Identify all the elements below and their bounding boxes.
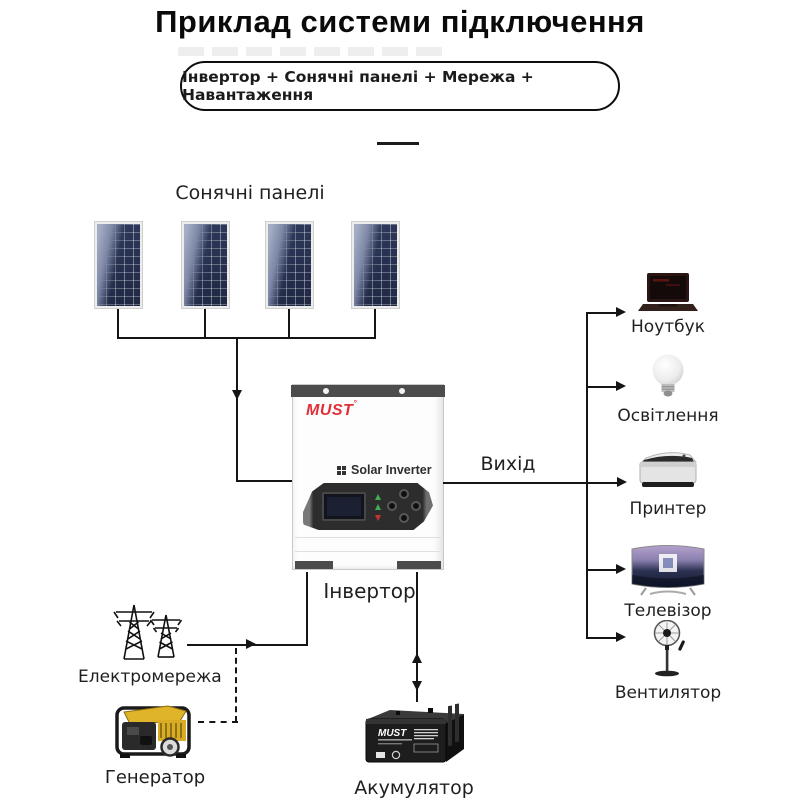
arrow-up-icon (411, 653, 422, 663)
solar-panels-label: Сонячні панелі (175, 182, 325, 204)
battery-brand-text: MUST (378, 728, 407, 739)
load-laptop: Ноутбук (620, 272, 716, 337)
inverter-unit: MUST Solar Inverter (291, 384, 445, 570)
solar-panel (94, 221, 143, 309)
device-label: Ноутбук (631, 317, 705, 337)
arrow-down-icon (411, 681, 422, 691)
pv-stub-wire (204, 309, 206, 339)
generator-dashed-riser (235, 648, 237, 722)
inverter-product-name: Solar Inverter (337, 463, 432, 477)
pv-stub-wire (117, 309, 119, 339)
load-lighting: Освітлення (617, 353, 719, 426)
inverter-button-right (411, 501, 421, 511)
battery-wire (416, 572, 418, 702)
laptop-icon (638, 273, 698, 311)
branch-wire-laptop (587, 312, 617, 314)
arrow-down-icon (232, 390, 242, 400)
solar-panel (265, 221, 314, 309)
screw-hole-icon (323, 388, 329, 394)
arrow-right-icon (246, 639, 256, 649)
inverter-button-up (399, 489, 409, 499)
load-tv: Телевізор (620, 542, 716, 621)
branch-wire-lighting (587, 386, 617, 388)
watermark (178, 47, 444, 56)
arrow-right-icon (616, 381, 626, 391)
loads-bus-wire (586, 312, 588, 639)
inverter-label: Інвертор (323, 579, 416, 603)
power-grid-towers-icon (113, 604, 183, 660)
divider-line (377, 142, 419, 145)
inverter-brand-logo: MUST (306, 399, 357, 420)
pv-to-inverter-wire (236, 480, 294, 482)
printer-icon (638, 452, 698, 487)
inverter-button-down (399, 513, 409, 523)
arrow-right-icon (616, 307, 626, 317)
device-label: Телевізор (624, 601, 712, 621)
arrow-right-icon (617, 477, 627, 487)
arrow-right-icon (616, 632, 626, 642)
system-components-pill: Інвертор + Сонячні панелі + Мережа + Нав… (180, 61, 620, 111)
device-label: Принтер (629, 499, 707, 519)
solar-panel (181, 221, 230, 309)
solar-panel (351, 221, 400, 309)
inverter-seam-line (295, 537, 441, 538)
power-grid-label: Електромережа (78, 667, 222, 687)
arrow-right-icon (616, 564, 626, 574)
load-printer: Принтер (620, 446, 716, 519)
generator-label: Генератор (104, 767, 206, 788)
screw-hole-icon (399, 388, 405, 394)
output-label: Вихід (480, 453, 536, 475)
tv-icon (631, 545, 705, 596)
inverter-product-label: Solar Inverter (351, 463, 432, 477)
inverter-foot (295, 561, 333, 569)
inverter-mount-bar (291, 385, 445, 397)
battery-icon: MUST (365, 703, 464, 763)
inverter-seam-line (295, 551, 441, 552)
grid-squares-icon (337, 465, 346, 475)
generator-dashed-wire (198, 721, 238, 723)
inverter-foot (397, 561, 441, 569)
inverter-control-panel (303, 483, 433, 530)
status-led-icon (375, 515, 381, 521)
status-led-icon (375, 494, 381, 500)
pv-stub-wire (288, 309, 290, 339)
fan-icon (653, 620, 685, 677)
generator-icon (115, 705, 191, 758)
inverter-button-left (387, 501, 397, 511)
battery-label: Акумулятор (354, 777, 474, 799)
pv-bus-wire (117, 337, 376, 339)
grid-riser-wire (306, 572, 308, 646)
branch-wire-tv (587, 569, 617, 571)
lightbulb-icon (652, 354, 684, 397)
pv-drop-wire (236, 337, 238, 482)
device-label: Освітлення (617, 406, 719, 426)
pv-stub-wire (374, 309, 376, 339)
page-title: Приклад системи підключення (155, 4, 645, 39)
load-fan: Вентилятор (615, 620, 721, 703)
branch-wire-fan (587, 637, 617, 639)
inverter-lcd-screen (322, 492, 366, 521)
output-main-wire (443, 482, 618, 484)
status-led-icon (375, 504, 381, 510)
device-label: Вентилятор (614, 683, 722, 703)
